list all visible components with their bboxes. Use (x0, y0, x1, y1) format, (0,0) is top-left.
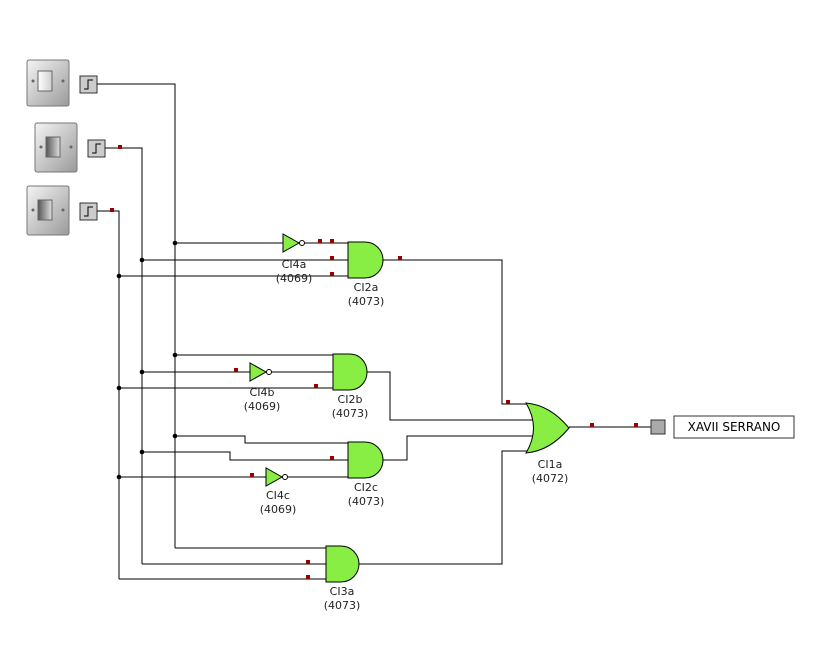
toggle-switch-icon (37, 70, 53, 92)
gate-label-ci4b: CI4b (250, 386, 275, 399)
switch-1[interactable] (26, 59, 70, 107)
or-gate-ci1a[interactable] (525, 402, 570, 454)
gate-part-ci3a: (4073) (324, 599, 361, 612)
pin-markers (110, 145, 638, 579)
gate-part-ci4c: (4069) (260, 503, 297, 516)
step-source-2 (87, 139, 106, 158)
output-label: XAVII SERRANO (688, 420, 781, 434)
and-gate-ci3a[interactable] (325, 545, 360, 583)
output-probe[interactable] (650, 419, 666, 435)
gate-part-ci4b: (4069) (244, 400, 281, 413)
switch-2[interactable] (34, 122, 78, 173)
not-gate-ci4b[interactable] (249, 362, 272, 382)
step-signal-icon (84, 206, 93, 217)
gate-part-ci2a: (4073) (348, 295, 385, 308)
switch-3[interactable] (26, 185, 70, 236)
step-source-1 (79, 75, 98, 94)
gate-label-ci1a: CI1a (538, 458, 563, 471)
and-gate-ci2b[interactable] (332, 353, 368, 391)
gate-label-ci3a: CI3a (330, 585, 355, 598)
not-gate-ci4a[interactable] (282, 233, 305, 253)
not-gate-ci4c[interactable] (265, 467, 288, 487)
toggle-switch-icon (37, 199, 53, 221)
toggle-switch-icon (45, 136, 61, 158)
and-gate-ci2c[interactable] (347, 441, 384, 479)
gate-label-ci4a: CI4a (282, 258, 307, 271)
gate-part-ci2c: (4073) (348, 495, 385, 508)
step-signal-icon (84, 79, 93, 90)
output-label-box (673, 415, 795, 439)
wires (97, 83, 651, 580)
gate-part-ci2b: (4073) (332, 407, 369, 420)
and-gate-ci2a[interactable] (347, 241, 384, 279)
gate-label-ci2a: CI2a (354, 281, 379, 294)
gate-part-ci4a: (4069) (276, 272, 313, 285)
wire-junctions (116, 240, 178, 480)
gate-label-ci2c: CI2c (354, 481, 378, 494)
gate-label-ci2b: CI2b (338, 393, 363, 406)
gate-label-ci4c: CI4c (266, 489, 290, 502)
step-signal-icon (92, 143, 101, 154)
gate-part-ci1a: (4072) (532, 472, 569, 485)
step-source-3 (79, 202, 98, 221)
